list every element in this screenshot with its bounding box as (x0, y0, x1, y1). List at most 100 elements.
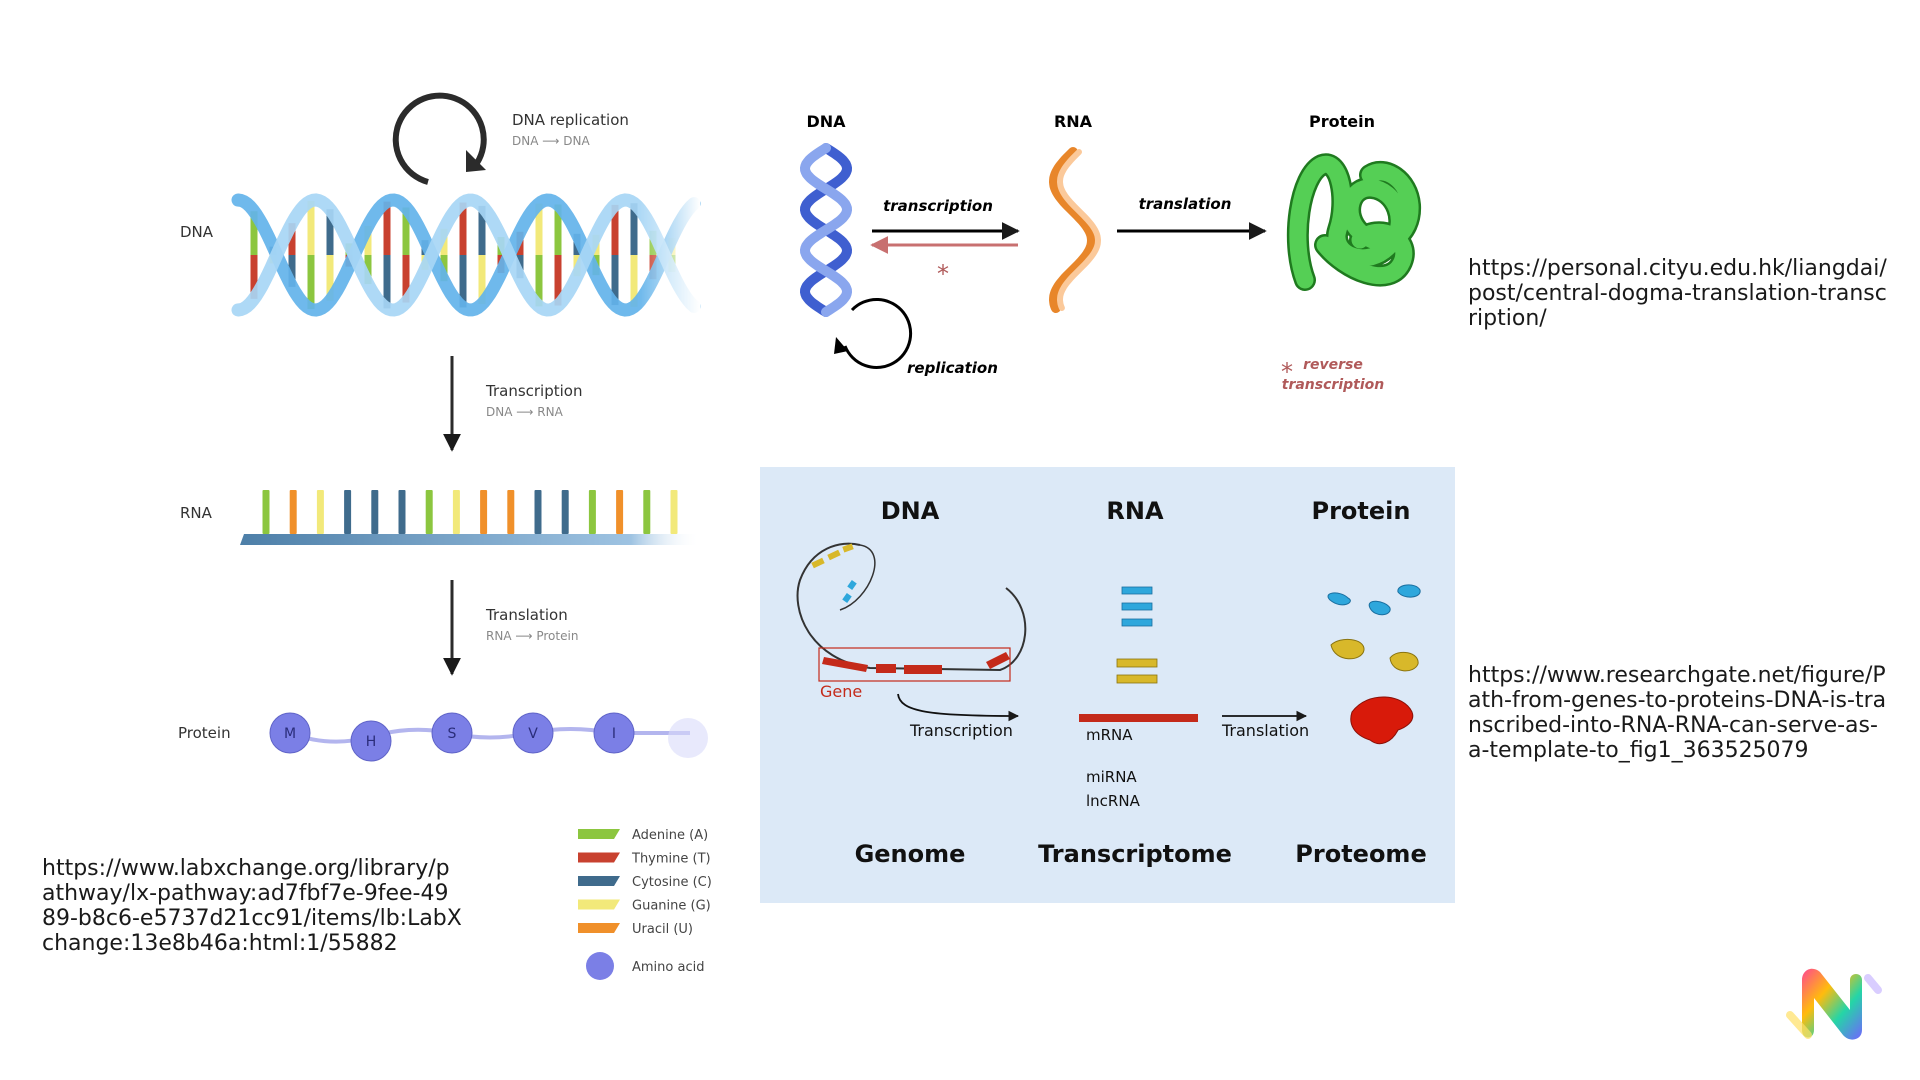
base-pair-half (459, 202, 467, 255)
base-pair-half (459, 255, 467, 308)
rna-bases (262, 490, 678, 534)
rna-base (371, 490, 379, 534)
panel-translation-label: Translation (1221, 721, 1309, 740)
amino-acid (350, 720, 392, 762)
chromosome-loop (796, 542, 1027, 672)
top-transcription-label: transcription (883, 197, 993, 215)
panel-transcription-arrow (897, 693, 1020, 722)
base-pair-half (250, 255, 258, 299)
reverse-transcription-asterisk: * (1281, 358, 1293, 386)
rna-base (534, 490, 542, 534)
rna-base (561, 490, 569, 534)
base-pair-half (535, 203, 543, 255)
base-pair-half (535, 255, 543, 307)
amino-acid-letter: V (528, 726, 538, 742)
left-transcription-sub: DNA ⟶ RNA (486, 405, 564, 419)
rna-base (588, 490, 596, 534)
small-rna-blue-icon (1121, 586, 1153, 627)
base-pair-half (288, 223, 296, 255)
source-url-researchgate[interactable]: https://www.researchgate.net/figure/Path… (1468, 663, 1887, 763)
base-pair-half (611, 204, 619, 255)
legend-label: Cytosine (C) (632, 875, 712, 890)
amino-acid (269, 712, 311, 754)
rna-base (480, 490, 488, 534)
rna-base (425, 490, 433, 534)
base-pair-half (630, 255, 638, 307)
base-pair-half (478, 205, 486, 255)
replication-sub: DNA ⟶ DNA (512, 134, 590, 148)
source-url-cityu[interactable]: https://personal.cityu.edu.hk/liangdai/p… (1468, 256, 1887, 331)
top-rna-label: RNA (1054, 112, 1093, 131)
top-replication-arrow-head (834, 337, 848, 354)
base-pair-half (630, 203, 638, 255)
reverse-asterisk: * (937, 260, 949, 288)
dna-strand-b (231, 193, 701, 317)
base-pair-half (307, 200, 315, 255)
top-protein-label: Protein (1309, 112, 1375, 131)
amino-acid-faded (668, 718, 708, 758)
mirna-label: miRNA (1086, 768, 1137, 786)
transcriptome-label: Transcriptome (1038, 840, 1232, 868)
proteome-label: Proteome (1295, 840, 1426, 868)
legend-swatch (578, 852, 620, 863)
amino-acid-letter: I (612, 726, 616, 742)
amino-acid (512, 712, 554, 754)
rna-base (643, 490, 651, 534)
protein-blobs-icon (1327, 584, 1421, 745)
rna-base (289, 490, 297, 534)
legend-label: Thymine (T) (631, 852, 711, 867)
top-translation-label: translation (1139, 195, 1232, 213)
legend-swatch (578, 876, 620, 886)
amino-acid (593, 712, 635, 754)
base-pair-half (288, 255, 296, 287)
top-replication-label: replication (907, 359, 998, 377)
rna-base (670, 490, 678, 534)
rna-base (507, 490, 515, 534)
mrna-label: mRNA (1086, 726, 1133, 744)
base-pair-half (554, 204, 562, 255)
panel-protein-label: Protein (1312, 497, 1411, 525)
gene-highlight-box (818, 647, 1011, 682)
base-pair-half (326, 209, 334, 255)
base-pair-half (554, 255, 562, 306)
source-url-labxchange[interactable]: https://www.labxchange.org/library/pathw… (42, 856, 462, 956)
base-pair-half (383, 201, 391, 255)
reverse-label-line2: transcription (1282, 377, 1384, 393)
legend-swatch (578, 829, 620, 839)
lncrna-label: lncRNA (1086, 792, 1141, 810)
rna-base (344, 490, 352, 534)
mrna-strand (1079, 714, 1198, 722)
top-replication-loop-icon (843, 298, 913, 369)
helix-fade (640, 175, 700, 335)
rna-base (262, 490, 270, 534)
chromosome-markers (811, 543, 857, 603)
base-pair-half (326, 255, 334, 301)
rna-base (616, 490, 624, 534)
left-translation-sub: RNA ⟶ Protein (486, 629, 578, 643)
top-dogma-diagram: DNA RNA Protein transcription * replicat… (799, 112, 1422, 393)
amino-acid-legend-label: Amino acid (632, 960, 704, 975)
omics-panel-background (760, 467, 1455, 903)
gene-label: Gene (820, 682, 862, 701)
amino-acid-letter: S (448, 726, 457, 742)
top-protein-coil-icon (1286, 153, 1422, 291)
top-rna-strand-icon (1048, 147, 1098, 313)
base-legend: Adenine (A) Thymine (T) Cytosine (C) Guanin… (578, 828, 712, 937)
panel-rna-label: RNA (1106, 497, 1164, 525)
replication-arrow-head (466, 150, 486, 172)
amino-acid (431, 712, 473, 754)
legend-label: Guanine (G) (632, 899, 711, 914)
top-dna-label: DNA (806, 112, 846, 131)
left-dogma-diagram: DNA replication DNA ⟶ DNA DNA Transcript… (178, 92, 712, 980)
base-pair-half (307, 255, 315, 310)
legend-label: Adenine (A) (632, 828, 708, 843)
left-transcription-title: Transcription (485, 382, 582, 400)
rna-base (452, 490, 460, 534)
base-pair-half (611, 255, 619, 306)
top-dna-helix-icon (799, 143, 853, 317)
rna-backbone (240, 534, 700, 545)
replication-cycle-icon (392, 92, 487, 185)
